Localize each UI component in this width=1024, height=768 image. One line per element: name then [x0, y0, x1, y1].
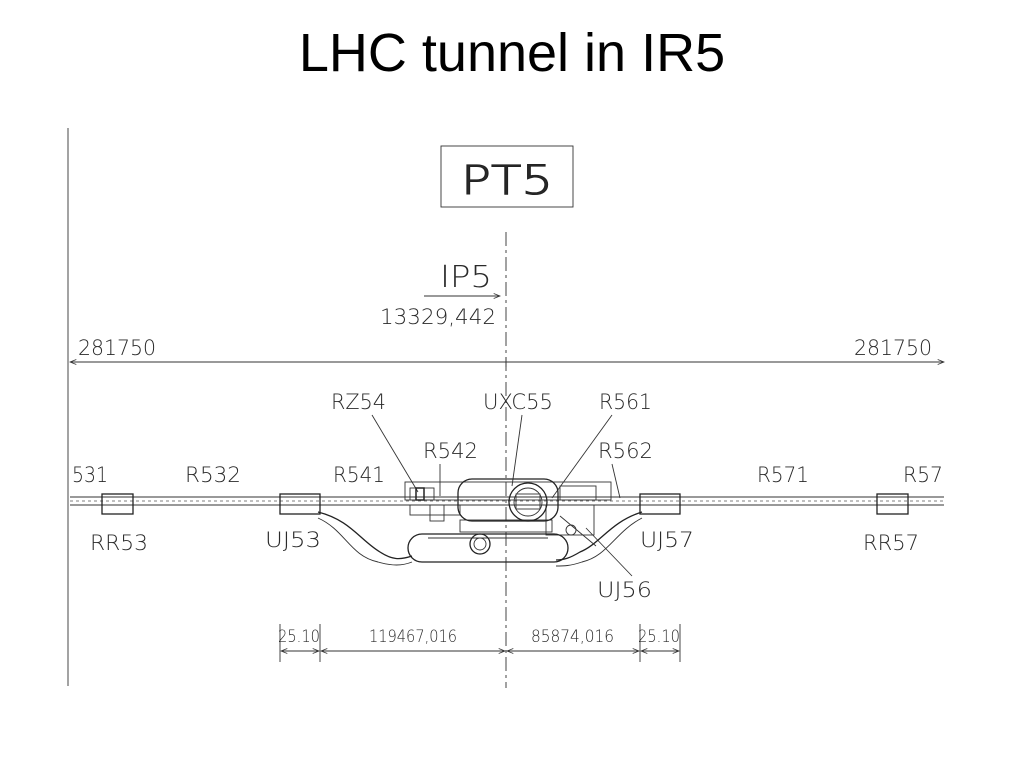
total-right-value: 281750: [854, 336, 932, 360]
label-uj56: UJ56: [597, 578, 652, 602]
label-r57: R57: [903, 463, 943, 487]
dim-left-long: 119467,016: [369, 627, 457, 647]
label-r571: R571: [757, 463, 809, 487]
label-rr53: RR53: [90, 531, 148, 555]
label-rz54: RZ54: [331, 390, 386, 414]
leader-lines: [371, 414, 633, 577]
total-left-value: 281750: [78, 336, 156, 360]
label-r532: R532: [185, 463, 241, 487]
label-r541: R541: [333, 463, 385, 487]
ip5-marker: IP5 13329,442: [380, 260, 500, 329]
ip5-label: IP5: [440, 260, 492, 295]
central-caverns: [404, 478, 612, 563]
shaft-circle: [469, 533, 491, 555]
rr53-alcove: [101, 493, 134, 515]
label-r562: R562: [598, 439, 653, 463]
label-r561: R561: [599, 390, 652, 414]
label-uxc55: UXC55: [483, 390, 553, 414]
uxc55-detector: [508, 482, 548, 522]
label-uj53: UJ53: [265, 528, 321, 552]
rr57-alcove: [876, 493, 909, 515]
main-tunnel: [70, 496, 944, 506]
label-rr57: RR57: [863, 531, 919, 555]
dim-right-small: 25.10: [638, 627, 680, 647]
total-length-dimension: 281750 281750: [70, 336, 944, 367]
pt5-label: PT5: [461, 158, 553, 204]
slide-title: LHC tunnel in IR5: [298, 23, 726, 83]
pt5-box: PT5: [440, 145, 574, 208]
dim-right-long: 85874,016: [531, 627, 614, 647]
bottom-dimension-chain: 25.10 119467,016 85874,016 25.10: [278, 624, 681, 662]
label-r542: R542: [423, 439, 478, 463]
label-531: 531: [72, 463, 108, 487]
label-uj57: UJ57: [640, 528, 694, 552]
uj57-alcove: [639, 493, 681, 515]
uj53-alcove: [279, 493, 321, 515]
dim-left-small: 25.10: [278, 627, 320, 647]
ip5-distance: 13329,442: [380, 305, 496, 329]
